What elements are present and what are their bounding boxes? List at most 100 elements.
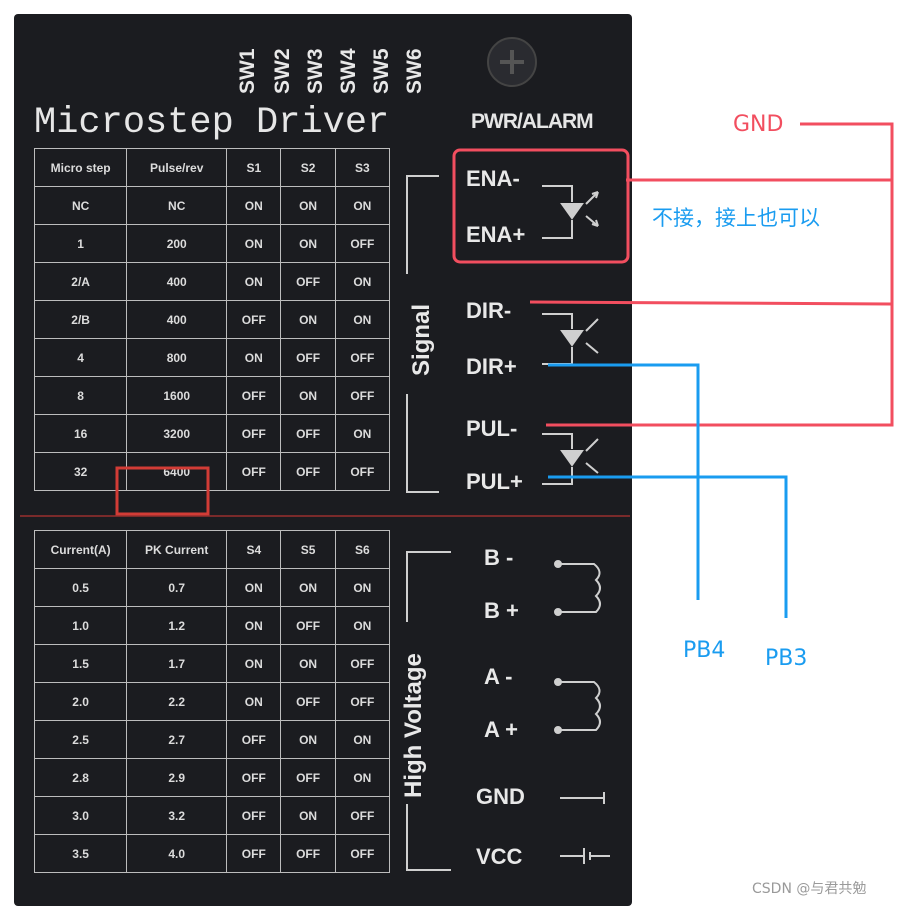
current_table-cell: 2.0 [33, 682, 128, 721]
current_table-cell: OFF [334, 834, 391, 873]
ena-note: 不接，接上也可以 [652, 206, 820, 230]
microstep_table-cell: 1600 [126, 376, 228, 415]
current_table-header-cell: Current(A) [33, 530, 128, 569]
current_table-cell: 1.7 [126, 644, 228, 683]
current_table-cell: OFF [226, 796, 282, 835]
microstep_table-cell: NC [33, 186, 128, 225]
terminal-dir-minus: DIR- [466, 298, 512, 323]
pulse-rev-highlight [115, 466, 210, 516]
microstep_table-cell: 32 [33, 452, 128, 491]
terminal-a-plus: A + [484, 717, 519, 742]
microstep_table-cell: ON [226, 262, 282, 301]
microstep_table-cell: OFF [226, 376, 282, 415]
microstep_table-cell: ON [226, 338, 282, 377]
current_table-cell: ON [226, 568, 282, 607]
microstep_table-header-cell: S1 [226, 148, 282, 187]
current_table-cell: 1.2 [126, 606, 228, 645]
microstep_table-cell: 3200 [126, 414, 228, 453]
microstep_table-header-cell: Pulse/rev [126, 148, 228, 187]
current_table-cell: OFF [334, 682, 391, 721]
current_table-cell: ON [280, 644, 336, 683]
current_table-cell: 2.2 [126, 682, 228, 721]
microstep_table-cell: 2/B [33, 300, 128, 339]
microstep_table-cell: 16 [33, 414, 128, 453]
pb3-wire [548, 475, 788, 618]
current_table-header-cell: S6 [334, 530, 391, 569]
current_table-cell: OFF [334, 644, 391, 683]
microstep_table-header-cell: S3 [334, 148, 391, 187]
microstep_table-cell: OFF [280, 262, 336, 301]
microstep_table-header-cell: S2 [280, 148, 336, 187]
driver-title: Microstep Driver [34, 102, 390, 144]
current_table-header-cell: PK Current [126, 530, 228, 569]
current_table-cell: 0.5 [33, 568, 128, 607]
microstep_table-cell: OFF [226, 452, 282, 491]
terminal-pul-minus: PUL- [466, 416, 518, 441]
pb4-annotation: PB4 [683, 638, 726, 663]
current_table-cell: ON [226, 682, 282, 721]
current_table-cell: 2.5 [33, 720, 128, 759]
microstep_table-cell: ON [334, 186, 391, 225]
current_table-cell: 2.9 [126, 758, 228, 797]
driver-panel: SW1 SW2 SW3 SW4 SW5 SW6 Microstep Driver… [14, 14, 632, 906]
terminal-dir-plus: DIR+ [466, 354, 517, 379]
pb3-annotation: PB3 [765, 646, 808, 671]
microstep_table-cell: 800 [126, 338, 228, 377]
microstep_table-cell: OFF [334, 338, 391, 377]
microstep_table-cell: OFF [280, 338, 336, 377]
current_table-cell: OFF [226, 834, 282, 873]
terminal-b-plus: B + [484, 598, 519, 623]
microstep_table-cell: 200 [126, 224, 228, 263]
signal-bracket [406, 175, 439, 493]
current_table-cell: 3.2 [126, 796, 228, 835]
current_table-cell: 1.0 [33, 606, 128, 645]
current_table-cell: ON [334, 758, 391, 797]
terminal-vcc: VCC [476, 844, 523, 869]
current_table-cell: OFF [280, 834, 336, 873]
terminal-a-minus: A - [484, 664, 513, 689]
microstep_table-cell: ON [334, 262, 391, 301]
ena-highlight-box [452, 148, 630, 264]
microstep_table-cell: OFF [334, 452, 391, 491]
terminal-ena-minus: ENA- [466, 166, 520, 191]
microstep_table-cell: OFF [280, 414, 336, 453]
current_table-cell: ON [226, 644, 282, 683]
microstep_table-cell: OFF [226, 414, 282, 453]
watermark: CSDN @与君共勉 [752, 881, 867, 897]
terminal-gnd: GND [476, 784, 525, 809]
microstep_table-cell: ON [280, 376, 336, 415]
microstep_table-cell: 1 [33, 224, 128, 263]
microstep_table-cell: ON [334, 300, 391, 339]
current_table-header-cell: S4 [226, 530, 282, 569]
gnd-annotation: GND [733, 112, 784, 137]
current_table-cell: ON [226, 606, 282, 645]
current_table-cell: OFF [226, 720, 282, 759]
terminal-pul-plus: PUL+ [466, 469, 523, 494]
current_table-cell: 2.8 [33, 758, 128, 797]
current_table-cell: OFF [226, 758, 282, 797]
microstep_table-cell: ON [226, 186, 282, 225]
gnd-wire [546, 122, 894, 427]
terminal-b-minus: B - [484, 545, 514, 570]
microstep_table-cell: ON [280, 300, 336, 339]
current_table-cell: OFF [280, 606, 336, 645]
current_table-cell: 3.5 [33, 834, 128, 873]
current_table-cell: 3.0 [33, 796, 128, 835]
current_table-cell: ON [280, 720, 336, 759]
